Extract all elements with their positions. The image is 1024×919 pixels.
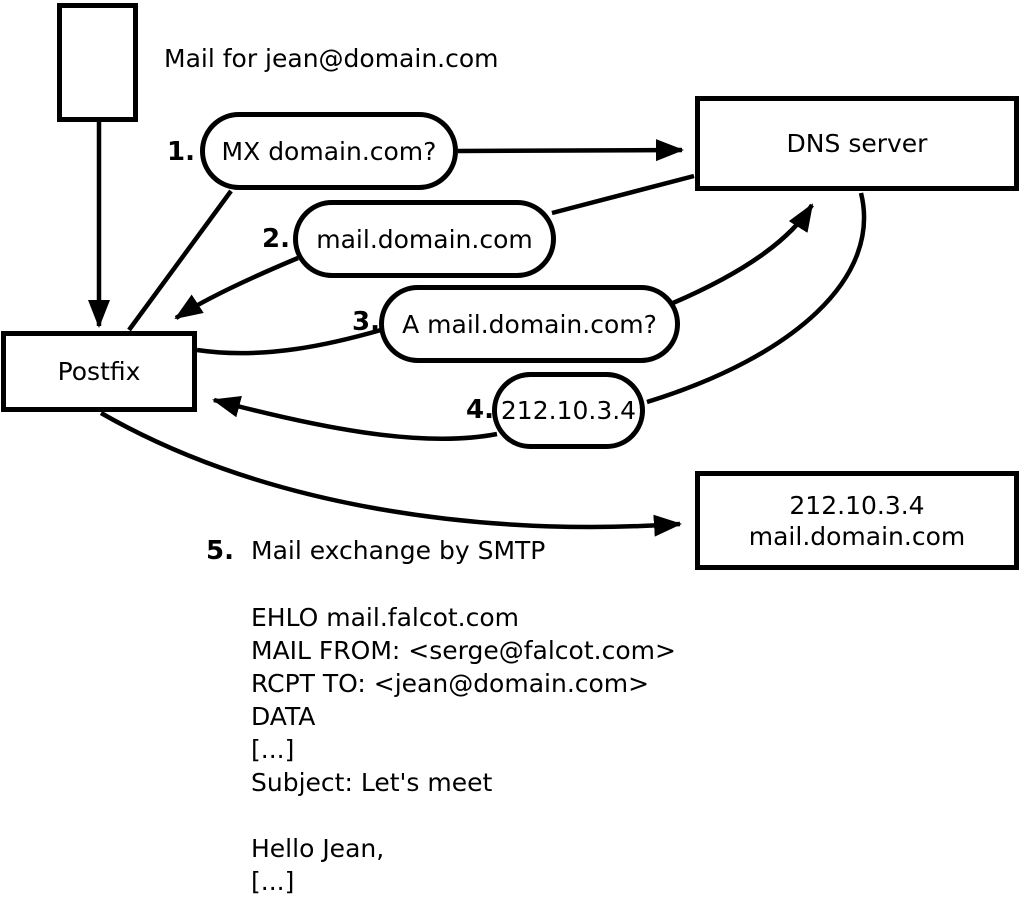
smtp-exchange-label: Mail exchange by SMTP (251, 536, 546, 565)
reply-mx-label: mail.domain.com (316, 224, 533, 254)
mail-server-node: 212.10.3.4 mail.domain.com (695, 471, 1019, 570)
smtp-session-line: Hello Jean, (251, 834, 385, 863)
smtp-session-line: MAIL FROM: <serge@falcot.com> (251, 636, 676, 665)
query-a-label: A mail.domain.com? (402, 309, 657, 339)
line-dns-to-reply4 (646, 192, 867, 405)
reply-a-label: 212.10.3.4 (500, 396, 637, 425)
dns-server-label: DNS server (786, 129, 928, 158)
smtp-session-line (251, 799, 676, 832)
step-5-number: 5. (206, 536, 234, 566)
arrow-postfix-to-mailserver-smtp (99, 411, 682, 537)
arrow-reply2-to-postfix (174, 255, 299, 320)
smtp-session-line: EHLO mail.falcot.com (251, 603, 520, 632)
smtp-session-line: Subject: Let's meet (251, 768, 493, 797)
line-postfix-to-query3 (196, 327, 382, 356)
mail-message-icon (57, 3, 138, 122)
smtp-session-line (251, 898, 676, 919)
line-postfix-to-query1 (127, 189, 233, 332)
line-dns-to-reply2 (551, 173, 695, 216)
postfix-label: Postfix (57, 357, 141, 386)
query-mx-label: MX domain.com? (221, 136, 437, 166)
mail-message-label: Mail for jean@domain.com (164, 44, 499, 73)
dns-server-node: DNS server (695, 96, 1019, 191)
reply-mx-pill: mail.domain.com (293, 200, 556, 278)
step-1-number: 1. (167, 137, 195, 167)
smtp-session-line: [...] (251, 867, 295, 896)
reply-a-pill: 212.10.3.4 (492, 372, 645, 449)
smtp-session-line: RCPT TO: <jean@domain.com> (251, 669, 650, 698)
smtp-session-line: [...] (251, 735, 295, 764)
smtp-session-line: DATA (251, 702, 316, 731)
arrow-query1-to-dns (457, 139, 684, 162)
mail-server-hostname-label: mail.domain.com (748, 521, 966, 551)
mail-server-ip-label: 212.10.3.4 (789, 490, 925, 520)
query-a-pill: A mail.domain.com? (379, 285, 680, 363)
step-2-number: 2. (262, 224, 290, 254)
query-mx-pill: MX domain.com? (200, 112, 458, 190)
arrow-reply4-to-postfix (212, 396, 498, 442)
step-3-number: 3. (352, 307, 380, 337)
step-4-number: 4. (466, 395, 494, 425)
postfix-node: Postfix (1, 331, 197, 412)
arrow-query3-to-dns (672, 203, 814, 306)
